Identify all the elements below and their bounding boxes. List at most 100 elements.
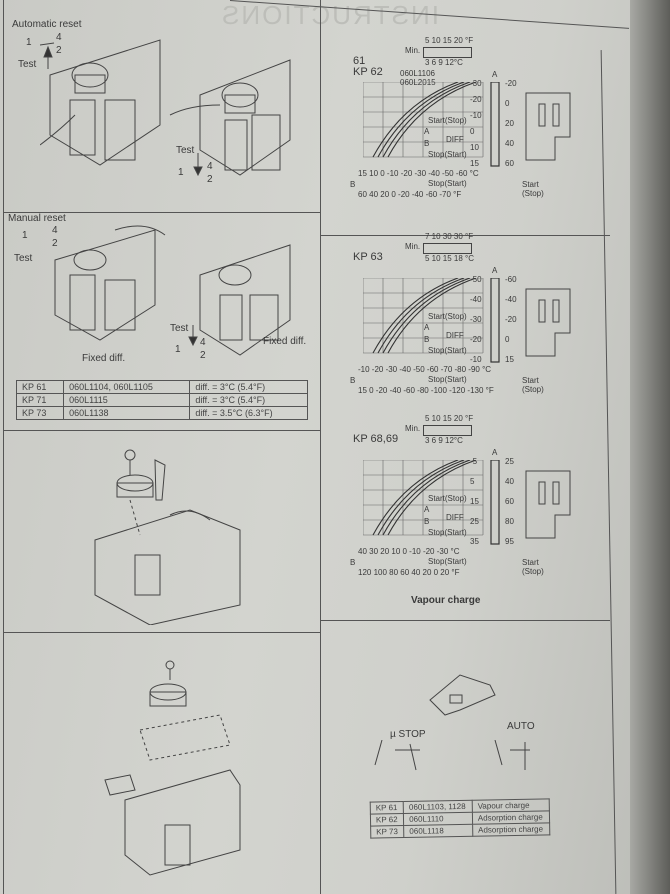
stop-start-label: Stop(Start) xyxy=(428,346,467,355)
diff-label: DIFF xyxy=(446,331,464,340)
diff-cell: diff. = 3°C (5.4°F) xyxy=(189,380,308,394)
model-cell: KP 61 xyxy=(370,801,404,815)
axis-stop-label: Stop(Start) xyxy=(428,557,467,566)
stop-start-label: Stop(Start) xyxy=(428,150,467,159)
background-wall xyxy=(630,0,670,894)
axis-b: B xyxy=(350,376,356,385)
scale-tick: 5 xyxy=(470,477,475,486)
divider xyxy=(320,235,610,236)
chart-plot xyxy=(363,460,484,536)
axis-b: B xyxy=(350,558,356,567)
diff-cell: diff. = 3.5°C (6.3°F) xyxy=(189,406,308,420)
scale-tick: 35 xyxy=(470,537,479,546)
switch-diagrams xyxy=(374,740,530,771)
chart-model: KP 68,69 xyxy=(353,433,399,445)
auto-label: AUTO xyxy=(507,721,535,732)
scale-tick: -5 xyxy=(470,457,478,466)
start-stop-label: Start(Stop) xyxy=(428,494,467,503)
diff-label: DIFF xyxy=(446,513,464,522)
terminal-1: 1 xyxy=(175,344,181,355)
test-label: Test xyxy=(18,59,37,70)
x-axis-fahrenheit: 120 100 80 60 40 20 0 20 °F xyxy=(358,568,460,577)
x-axis-fahrenheit: 60 40 20 0 -20 -40 -60 -70 °F xyxy=(358,190,462,199)
stop-label: µ STOP xyxy=(390,729,426,741)
setting-scale xyxy=(490,460,500,545)
scale-tick: -30 xyxy=(470,79,482,88)
fixed-diff-label: Fixed diff. xyxy=(263,336,307,347)
scale-tick: 95 xyxy=(505,537,514,546)
diff-cell: diff. = 3°C (5.4°F) xyxy=(189,393,308,407)
show-through-title: INSTRUCTIONS xyxy=(220,0,439,30)
scale-tick: 0 xyxy=(470,127,475,136)
scale-tick: 0 xyxy=(505,99,510,108)
axis-start-label: Start (Stop) xyxy=(522,180,544,198)
terminal-2: 2 xyxy=(56,45,62,56)
min-diff-scale xyxy=(423,243,472,254)
scale-tick: -10 xyxy=(470,355,482,364)
min-f-scale: 7 10 30 30 °F xyxy=(425,232,474,241)
scale-tick: -20 xyxy=(470,95,482,104)
min-c-scale: 3 6 9 12°C xyxy=(425,58,463,67)
setting-scale xyxy=(490,82,500,167)
setting-plate xyxy=(525,288,571,357)
scale-tick: 25 xyxy=(505,457,514,466)
terminal-2: 2 xyxy=(52,238,58,249)
scale-a: A xyxy=(492,70,498,79)
scale-tick: -60 xyxy=(505,275,517,284)
chart-plot xyxy=(363,82,484,158)
point-a: A xyxy=(424,505,430,514)
terminal-4: 4 xyxy=(200,337,206,348)
scale-tick: -20 xyxy=(505,315,517,324)
scale-tick: 60 xyxy=(505,159,514,168)
charge-cell: Adsorption charge xyxy=(472,822,550,837)
axis-start-label: Start (Stop) xyxy=(522,558,544,576)
setting-plate xyxy=(525,92,571,161)
fixed-diff-label: Fixed diff. xyxy=(82,353,126,364)
axis-stop-label: Stop(Start) xyxy=(428,179,467,188)
min-c-scale: 3 6 9 12°C xyxy=(425,436,463,445)
min-label: Min. xyxy=(405,424,421,433)
scale-tick: -30 xyxy=(470,315,482,324)
column-divider xyxy=(320,0,321,894)
axis-stop-label: Stop(Start) xyxy=(428,375,467,384)
knob-adjustment-illustration xyxy=(94,449,241,625)
border-left xyxy=(3,0,4,894)
min-label: Min. xyxy=(405,46,421,55)
chart-codes: 060L1106 060L2015 xyxy=(400,69,436,87)
model-cell: KP 61 xyxy=(15,380,65,394)
manual-reset-title: Manual reset xyxy=(8,213,66,224)
scale-tick: 15 xyxy=(470,497,479,506)
test-label: Test xyxy=(170,323,189,334)
automatic-reset-title: Automatic reset xyxy=(12,19,82,30)
chart-model: KP 63 xyxy=(353,251,383,263)
point-a: A xyxy=(424,127,430,136)
start-stop-label: Start(Stop) xyxy=(428,312,467,321)
divider xyxy=(3,430,320,431)
scale-tick: 15 xyxy=(505,355,514,364)
test-label: Test xyxy=(14,253,33,264)
start-stop-label: Start(Stop) xyxy=(428,116,467,125)
terminal-4: 4 xyxy=(207,161,213,172)
model-cell: KP 73 xyxy=(15,406,65,420)
min-diff-scale xyxy=(423,425,472,436)
scale-tick: 20 xyxy=(505,119,514,128)
test-label: Test xyxy=(176,145,195,156)
scale-tick: 80 xyxy=(505,517,514,526)
min-label: Min. xyxy=(405,242,421,251)
scale-a: A xyxy=(492,266,498,275)
scale-a: A xyxy=(492,448,498,457)
stop-text: STOP xyxy=(398,729,426,740)
min-diff-scale xyxy=(423,47,472,58)
x-axis-fahrenheit: 15 0 -20 -40 -60 -80 -100 -120 -130 °F xyxy=(358,386,494,395)
code-cell: 060L1115 xyxy=(63,393,191,407)
scale-tick: -50 xyxy=(470,275,482,284)
setting-scale xyxy=(490,278,500,363)
point-b: B xyxy=(424,335,430,344)
terminal-1: 1 xyxy=(22,230,28,241)
code-cell: 060L1138 xyxy=(63,406,191,420)
terminal-4: 4 xyxy=(52,225,58,236)
stop-start-label: Stop(Start) xyxy=(428,528,467,537)
